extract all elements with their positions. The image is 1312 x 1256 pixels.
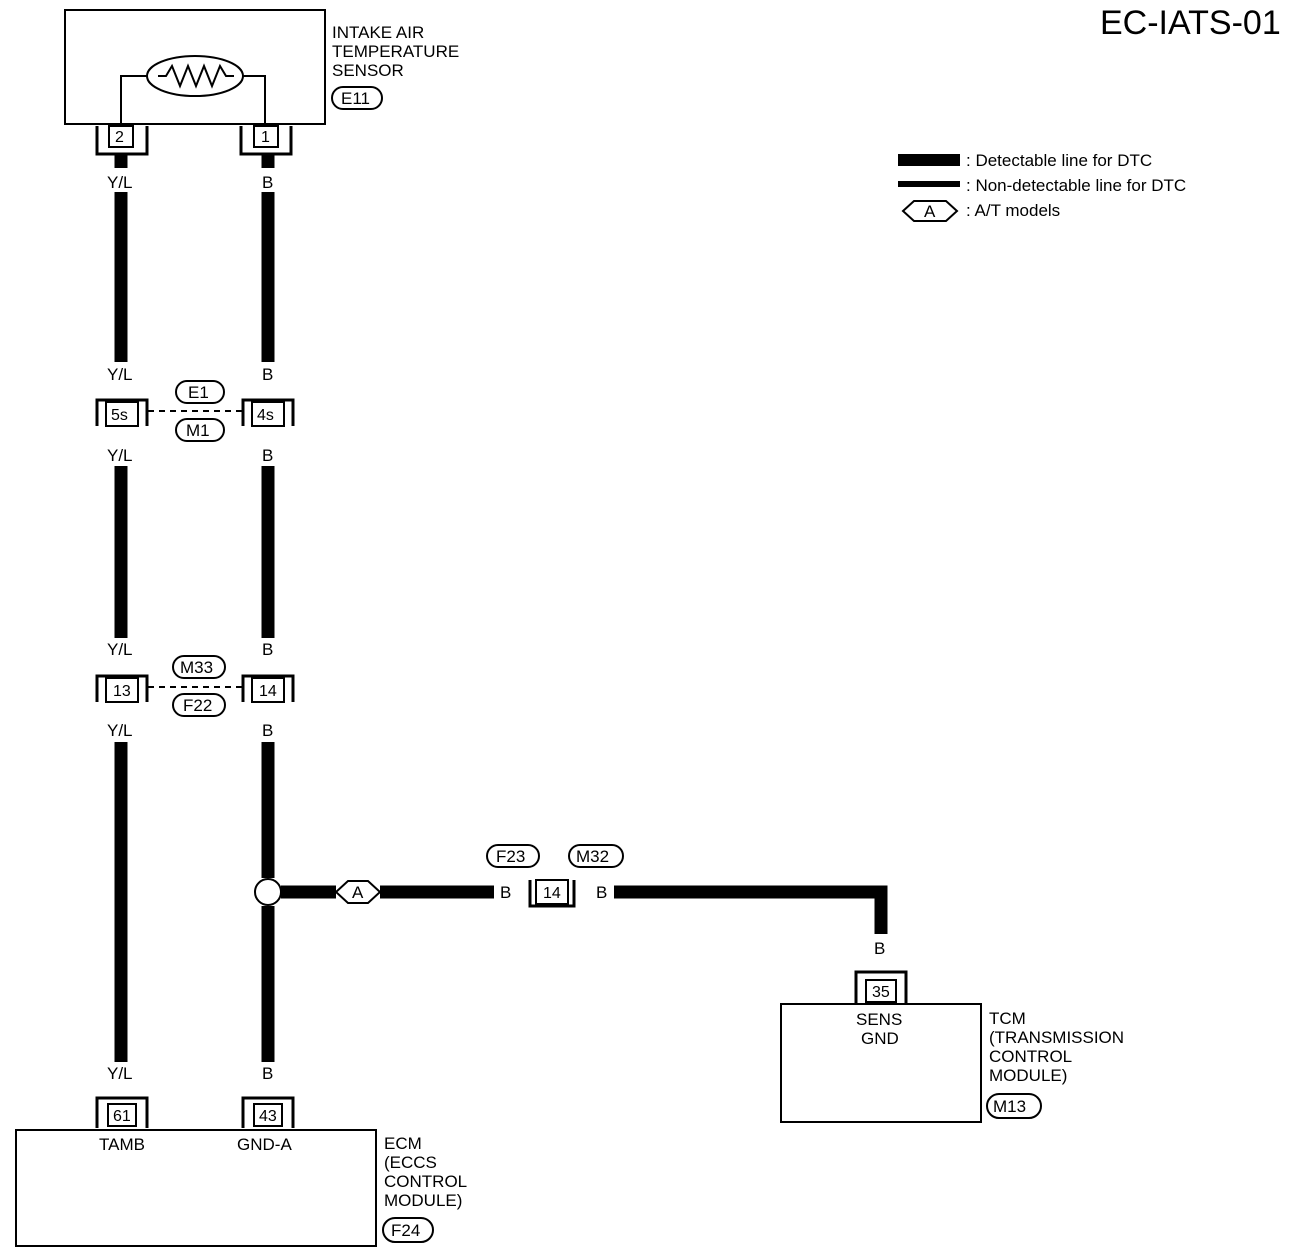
ecm-module: 61 43 TAMB GND-A ECM (ECCS CONTROL MODUL… [15, 1096, 467, 1247]
junction2-bottom-connector-badge [172, 693, 226, 717]
sensor-name-line3: SENSOR [332, 61, 404, 80]
sensor-pin-2-label: 2 [115, 129, 124, 146]
ecm-name-line2: (ECCS [384, 1153, 437, 1172]
wire-color-left-2: Y/L [107, 365, 133, 384]
wire-color-left-4: Y/L [107, 640, 133, 659]
tcm-connector: M13 [993, 1097, 1026, 1116]
wire-color-left-3: Y/L [107, 446, 133, 465]
resistor-icon [158, 63, 234, 89]
branch-left-connector: F23 [496, 847, 525, 866]
junction2-top-connector-badge [172, 655, 226, 679]
intake-air-temperature-sensor: INTAKE AIR TEMPERATURE SENSOR E11 [64, 9, 459, 125]
branch-connector-pin: 14 [543, 885, 561, 902]
legend-at-models-symbol-text: A [924, 202, 936, 221]
wire-color-right-6: B [262, 1064, 273, 1083]
wire-color-right-3: B [262, 446, 273, 465]
legend-non-detectable-swatch [898, 181, 960, 187]
junction-m33-f22: 13 14 M33 F22 [95, 655, 295, 717]
splice-point [254, 878, 282, 906]
sensor-pin-1-label: 1 [261, 129, 270, 146]
tcm-name-line1: TCM [989, 1009, 1026, 1028]
tcm-body [780, 1003, 982, 1123]
sensor-connector-label: E11 [341, 89, 370, 108]
ecm-pin-61: 61 [113, 1108, 131, 1125]
ecm-name-line1: ECM [384, 1134, 422, 1153]
page-title: EC-IATS-01 [1100, 4, 1281, 42]
branch-right-connector: M32 [576, 847, 609, 866]
branch-connector-pin-box [535, 879, 569, 905]
junction1-top-connector: E1 [188, 383, 209, 402]
tcm-module: 35 SENS GND TCM (TRANSMISSION CONTROL MO… [780, 970, 1124, 1123]
junction2-bottom-connector: F22 [183, 696, 212, 715]
junction2-right-pin: 14 [259, 683, 277, 700]
wire-color-left-1: Y/L [107, 173, 133, 192]
junction1-left-pin: 5s [111, 407, 128, 424]
wire-color-right-2: B [262, 365, 273, 384]
tcm-name-line4: MODULE) [989, 1066, 1067, 1085]
ecm-connector: F24 [391, 1221, 420, 1240]
wire-color-left-6: Y/L [107, 1064, 133, 1083]
legend-at-models-symbol [901, 200, 959, 222]
sensor-internal-wire [120, 75, 266, 124]
legend-non-detectable-label: : Non-detectable line for DTC [966, 176, 1186, 195]
tcm-pin-label-line2: GND [861, 1029, 899, 1048]
branch-right-connector-badge [568, 844, 624, 868]
tcm-name-line2: (TRANSMISSION [989, 1028, 1124, 1047]
legend-detectable-swatch [898, 154, 960, 166]
junction-e1-m1: 5s 4s E1 M1 [95, 380, 295, 442]
branch-to-tcm: A B 14 F23 M32 B B [254, 844, 888, 958]
branch-at-models-text: A [352, 883, 364, 902]
tcm-pin: 35 [872, 984, 890, 1001]
tcm-name-line3: CONTROL [989, 1047, 1072, 1066]
wire-color-left-5: Y/L [107, 721, 133, 740]
sensor-connector-badge [331, 86, 383, 110]
legend-detectable-label: : Detectable line for DTC [966, 151, 1152, 170]
legend: : Detectable line for DTC : Non-detectab… [898, 151, 1186, 222]
branch-wire-color-left: B [500, 883, 511, 902]
tcm-connector-badge [986, 1093, 1042, 1119]
junction1-bottom-connector-badge [175, 418, 225, 442]
ecm-name-line3: CONTROL [384, 1172, 467, 1191]
wire-color-right-1: B [262, 173, 273, 192]
junction1-bottom-connector: M1 [186, 421, 210, 440]
wire-color-right-5: B [262, 721, 273, 740]
legend-at-models-label: : A/T models [966, 201, 1060, 220]
junction1-right-pin: 4s [257, 407, 274, 424]
junction1-top-connector-badge [175, 380, 225, 404]
tcm-wire-color: B [874, 939, 885, 958]
ecm-pin-label-tamb: TAMB [99, 1135, 145, 1154]
sensor-name-line2: TEMPERATURE [332, 42, 459, 61]
junction2-top-connector: M33 [180, 658, 213, 677]
tcm-pin-label-line1: SENS [856, 1010, 902, 1029]
sensor-name-line1: INTAKE AIR [332, 23, 424, 42]
ecm-pin-43: 43 [259, 1108, 277, 1125]
ecm-connector-badge [382, 1217, 434, 1243]
ecm-name-line4: MODULE) [384, 1191, 462, 1210]
branch-wire-color-right: B [596, 883, 607, 902]
junction2-left-pin: 13 [113, 683, 131, 700]
ecm-body [15, 1129, 377, 1247]
sensor-pin-1: 1 [239, 125, 293, 156]
wire-color-right-4: B [262, 640, 273, 659]
branch-left-connector-badge [486, 844, 540, 868]
ecm-pin-label-gnd-a: GND-A [237, 1135, 292, 1154]
sensor-pin-2: 2 [95, 125, 149, 156]
